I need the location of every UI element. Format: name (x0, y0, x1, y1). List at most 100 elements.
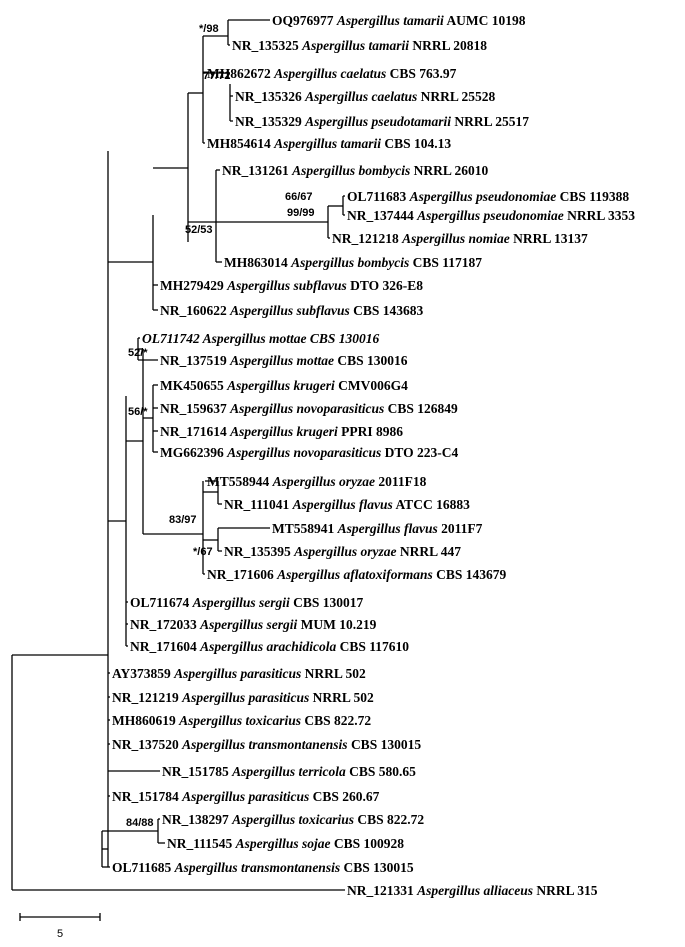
leaf-accession: NR_135395 (224, 544, 291, 559)
leaf-species: Aspergillus sergii (199, 617, 297, 632)
leaf-species: Aspergillus novoparasiticus (229, 401, 384, 416)
leaf-strain: CBS 126849 (388, 401, 458, 416)
leaf-species: Aspergillus parasiticus (181, 690, 309, 705)
leaf-species: Aspergillus krugeri (229, 424, 338, 439)
leaf-strain: 2011F18 (378, 474, 426, 489)
leaf-species: Aspergillus novoparasiticus (226, 445, 381, 460)
tree-branches (11, 19, 345, 891)
leaf-strain: CBS 100928 (334, 836, 404, 851)
leaf-species: Aspergillus flavus (292, 497, 393, 512)
leaf-strain: CBS 143683 (353, 303, 423, 318)
leaf-accession: NR_135325 (232, 38, 299, 53)
leaf-accession: NR_138297 (162, 812, 229, 827)
leaf-accession: NR_137520 (112, 737, 179, 752)
leaf-strain: NRRL 25517 (454, 114, 529, 129)
leaf-accession: NR_111545 (167, 836, 233, 851)
leaf-species: Aspergillus caelatus (273, 66, 386, 81)
leaf-species: Aspergillus parasiticus (173, 666, 301, 681)
leaf-strain: CBS 260.67 (313, 789, 380, 804)
leaf-strain: DTO 223-C4 (385, 445, 459, 460)
leaf-accession: OL711683 (347, 189, 407, 204)
leaf-label: NR_172033 Aspergillus sergii MUM 10.219 (130, 617, 377, 632)
leaf-species: Aspergillus pseudonomiae (416, 208, 564, 223)
leaf-species: Aspergillus nomiae (401, 231, 510, 246)
leaf-accession: MH863014 (224, 255, 288, 270)
leaf-species: Aspergillus parasiticus (181, 789, 309, 804)
leaf-accession: NR_121331 (347, 883, 414, 898)
leaf-species: Aspergillus bombycis (290, 255, 409, 270)
leaf-accession: NR_121218 (332, 231, 399, 246)
leaf-species: Aspergillus krugeri (226, 378, 335, 393)
leaf-labels: OQ976977 Aspergillus tamarii AUMC 10198N… (112, 13, 635, 898)
leaf-strain: CBS 130016 (310, 331, 380, 346)
leaf-accession: MK450655 (160, 378, 224, 393)
leaf-accession: MT558941 (272, 521, 334, 536)
leaf-label: NR_160622 Aspergillus subflavus CBS 1436… (160, 303, 424, 318)
support-value: 77/72 (203, 70, 231, 82)
leaf-accession: MH854614 (207, 136, 271, 151)
leaf-label: NR_135326 Aspergillus caelatus NRRL 2552… (235, 89, 496, 104)
leaf-label: NR_151785 Aspergillus terricola CBS 580.… (162, 764, 416, 779)
leaf-strain: NRRL 447 (400, 544, 461, 559)
leaf-strain: NRRL 25528 (421, 89, 496, 104)
leaf-species: Aspergillus arachidicola (199, 639, 336, 654)
leaf-strain: CBS 130015 (351, 737, 421, 752)
leaf-accession: MH862672 (207, 66, 271, 81)
leaf-accession: NR_151785 (162, 764, 229, 779)
leaf-strain: CBS 130016 (337, 353, 407, 368)
leaf-accession: OL711674 (130, 595, 190, 610)
leaf-accession: NR_172033 (130, 617, 197, 632)
leaf-label: NR_137519 Aspergillus mottae CBS 130016 (160, 353, 408, 368)
leaf-species: Aspergillus pseudonomiae (409, 189, 557, 204)
leaf-label: NR_151784 Aspergillus parasiticus CBS 26… (112, 789, 380, 804)
leaf-label: OL711742 Aspergillus mottae CBS 130016 (142, 331, 380, 346)
leaf-label: MH863014 Aspergillus bombycis CBS 117187 (224, 255, 482, 270)
leaf-species: Aspergillus aflatoxiformans (276, 567, 433, 582)
leaf-strain: CBS 130017 (293, 595, 363, 610)
leaf-strain: MUM 10.219 (301, 617, 377, 632)
support-value: 66/67 (285, 191, 313, 203)
leaf-strain: NRRL 13137 (513, 231, 588, 246)
support-value: */98 (199, 23, 219, 35)
leaf-strain: NRRL 3353 (567, 208, 635, 223)
leaf-species: Aspergillus toxicarius (178, 713, 301, 728)
leaf-label: NR_171604 Aspergillus arachidicola CBS 1… (130, 639, 409, 654)
leaf-label: MH860619 Aspergillus toxicarius CBS 822.… (112, 713, 371, 728)
leaf-label: NR_121219 Aspergillus parasiticus NRRL 5… (112, 690, 374, 705)
leaf-label: NR_135329 Aspergillus pseudotamarii NRRL… (235, 114, 529, 129)
leaf-label: NR_138297 Aspergillus toxicarius CBS 822… (162, 812, 424, 827)
leaf-species: Aspergillus caelatus (304, 89, 417, 104)
leaf-accession: NR_131261 (222, 163, 289, 178)
leaf-species: Aspergillus sergii (192, 595, 290, 610)
leaf-accession: NR_160622 (160, 303, 227, 318)
leaf-strain: NRRL 315 (536, 883, 597, 898)
leaf-species: Aspergillus alliaceus (416, 883, 533, 898)
leaf-label: MK450655 Aspergillus krugeri CMV006G4 (160, 378, 408, 393)
leaf-label: OL711683 Aspergillus pseudonomiae CBS 11… (347, 189, 629, 204)
leaf-accession: NR_151784 (112, 789, 179, 804)
support-value: 52/* (128, 347, 148, 359)
leaf-accession: NR_135326 (235, 89, 302, 104)
leaf-species: Aspergillus terricola (231, 764, 346, 779)
leaf-strain: AUMC 10198 (446, 13, 525, 28)
support-values: */9877/7266/6799/9952/5352/*56/*83/97*/6… (126, 23, 315, 829)
leaf-species: Aspergillus flavus (337, 521, 438, 536)
leaf-strain: CBS 580.65 (349, 764, 416, 779)
leaf-species: Aspergillus mottae (229, 353, 334, 368)
leaf-strain: CBS 104.13 (384, 136, 451, 151)
leaf-strain: NRRL 502 (305, 666, 366, 681)
leaf-accession: MH860619 (112, 713, 176, 728)
leaf-species: Aspergillus tamarii (273, 136, 381, 151)
leaf-strain: CBS 117187 (413, 255, 483, 270)
leaf-label: OL711674 Aspergillus sergii CBS 130017 (130, 595, 364, 610)
leaf-accession: MH279429 (160, 278, 224, 293)
leaf-label: NR_121331 Aspergillus alliaceus NRRL 315 (347, 883, 598, 898)
leaf-label: MH862672 Aspergillus caelatus CBS 763.97 (207, 66, 457, 81)
leaf-species: Aspergillus transmontanensis (181, 737, 347, 752)
leaf-species: Aspergillus transmontanensis (174, 860, 340, 875)
leaf-strain: NRRL 502 (313, 690, 374, 705)
leaf-species: Aspergillus subflavus (226, 278, 347, 293)
leaf-accession: NR_171606 (207, 567, 274, 582)
leaf-accession: AY373859 (112, 666, 171, 681)
leaf-label: NR_121218 Aspergillus nomiae NRRL 13137 (332, 231, 588, 246)
